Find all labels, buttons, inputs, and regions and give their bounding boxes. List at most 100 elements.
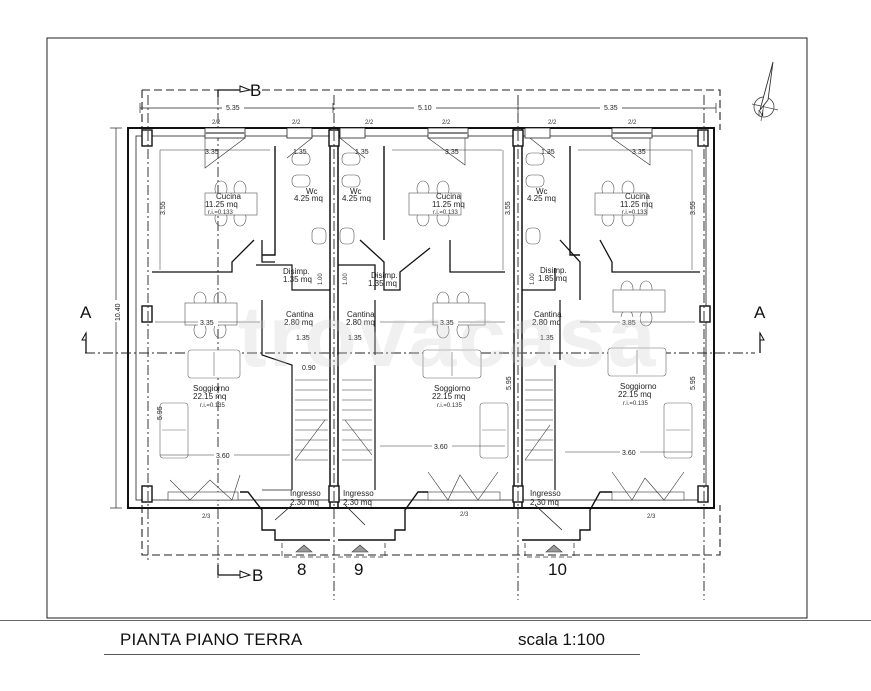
dim-wc-width: 1.35 (355, 149, 369, 156)
building-outer-wall (127, 127, 715, 509)
room-area-entrance: 2.30 mq (290, 498, 319, 507)
dim-cellar: 1.35 (296, 335, 310, 342)
dim-living-width: 3.60 (216, 453, 230, 460)
unit-number: 10 (548, 560, 567, 579)
room-name-entrance: Ingresso (343, 489, 374, 498)
room-name-hall: Disimp. (283, 267, 310, 276)
dim-width-left: 5.35 (226, 105, 240, 112)
axis-lines (85, 95, 755, 600)
dim-kitchen-width: 3.35 (632, 149, 646, 156)
dim-cellar: 1.35 (348, 335, 362, 342)
room-name-cellar: Cantina (347, 310, 375, 319)
room-name-kitchen: Cucina (216, 192, 241, 201)
dim-wc-width: 1.35 (541, 149, 555, 156)
patio-door-icon (611, 471, 685, 501)
unit-number: 9 (354, 560, 363, 579)
dim-living-width: 3.60 (434, 444, 448, 451)
room-name-living: Soggiorno (193, 384, 230, 393)
section-marker-b-top: B (217, 81, 261, 100)
dining-table-icon (432, 291, 486, 339)
window-height-label: 2/2 (292, 120, 301, 126)
window-height-label: 2/2 (548, 120, 557, 126)
window-height-label: 2/2 (442, 120, 451, 126)
room-ri-living: r.i.=0.135 (437, 403, 463, 409)
kitchen-table-icon (408, 180, 462, 227)
dim-hall: 1.00 (343, 273, 349, 285)
dim-width-center: 5.10 (418, 105, 432, 112)
window-height-label: 2/2 (628, 120, 637, 126)
room-name-hall: Disimp. (540, 266, 567, 275)
room-area-hall: 1.85 mq (538, 274, 567, 283)
section-marker-b-bottom: B (217, 565, 263, 585)
dim-hall: 1.00 (318, 273, 324, 285)
dim-living-depth: 5.95 (506, 376, 513, 390)
drawing-title: PIANTA PIANO TERRA (120, 630, 303, 649)
room-name-entrance: Ingresso (530, 489, 561, 498)
sheet-frame (46, 37, 808, 619)
dim-cellar: 1.35 (540, 335, 554, 342)
kitchen-table-icon (594, 180, 648, 227)
room-area-cellar: 2.80 mq (346, 318, 375, 327)
dim-kitchen-width: 3.35 (205, 149, 219, 156)
dim-kitchen-depth: 3.55 (690, 201, 697, 215)
room-name-living: Soggiorno (434, 384, 471, 393)
room-area-hall: 1.35 mq (283, 275, 312, 284)
room-area-entrance: 2.30 mq (530, 498, 559, 507)
dim-kitchen-width: 3.35 (445, 149, 459, 156)
room-name-wc: Wc (350, 187, 362, 196)
room-name-kitchen: Cucina (625, 192, 650, 201)
unit-9: 2/2 2/2 1.35 3.35 3.55 Wc 4.25 mq Cucina… (338, 120, 513, 579)
dim-depth-overall: 10.40 (115, 303, 122, 321)
window-height-label: 2/2 (212, 120, 221, 126)
sofa-icon (159, 349, 241, 459)
unit-number: 8 (297, 560, 306, 579)
north-label: N (758, 109, 764, 118)
drawing-scale: scala 1:100 (518, 630, 605, 649)
top-dimension-line: 5.35 5.10 5.35 (139, 102, 717, 113)
window-height-label: 2/2 (365, 120, 374, 126)
patio-door-icon (167, 474, 241, 501)
dim-living-width: 3.60 (622, 450, 636, 457)
room-name-wc: Wc (306, 187, 318, 196)
wc-fixtures-icon (339, 152, 361, 245)
room-area-hall: 1.35 mq (368, 279, 397, 288)
north-arrow-icon: N (751, 61, 779, 122)
entrance-marker-icon (295, 544, 313, 553)
room-area-cellar: 2.80 mq (532, 318, 561, 327)
room-area-living: 22.15 mq (193, 392, 226, 401)
room-name-hall: Disimp. (371, 271, 398, 280)
boundary-dashed-top (141, 89, 721, 130)
room-ri-living: r.i.=0.135 (200, 403, 226, 409)
dim-width-right: 5.35 (604, 105, 618, 112)
room-area-kitchen: 11.25 mq (432, 200, 465, 209)
dim-table: 3.35 (200, 320, 214, 327)
window-height-bottom: 2/3 (647, 514, 656, 520)
title-underline (104, 628, 640, 655)
wc-fixtures-icon (525, 152, 545, 245)
dim-living-depth: 5.95 (690, 376, 697, 390)
title-separator (0, 620, 871, 621)
dim-wc-width: 1.35 (293, 149, 307, 156)
room-name-living: Soggiorno (620, 382, 657, 391)
room-name-cellar: Cantina (286, 310, 314, 319)
room-ri-kitchen: r.i.=0.133 (433, 210, 459, 216)
unit-10: 2/2 2/2 1.35 3.35 3.55 Wc 4.25 mq Cucina… (522, 120, 700, 579)
room-area-wc: 4.25 mq (294, 194, 323, 203)
boundary-dashed-bottom (141, 505, 721, 556)
room-area-kitchen: 11.25 mq (205, 200, 238, 209)
sofa-icon (607, 347, 693, 459)
dim-stair: 0.90 (302, 365, 316, 372)
section-label-a-left: A (80, 303, 92, 322)
entrance-marker-icon (351, 544, 369, 553)
room-area-living: 22.15 mq (618, 390, 651, 399)
dim-kitchen-depth: 3.55 (160, 201, 167, 215)
sofa-icon (422, 349, 509, 459)
dim-hall: 1.00 (530, 273, 536, 285)
section-label-b-bottom: B (252, 566, 263, 585)
left-depth-dimension: 10.40 (110, 127, 122, 509)
dining-table-icon (184, 291, 238, 339)
window-height-bottom: 2/3 (202, 514, 211, 520)
section-marker-a-right: A (754, 303, 766, 353)
